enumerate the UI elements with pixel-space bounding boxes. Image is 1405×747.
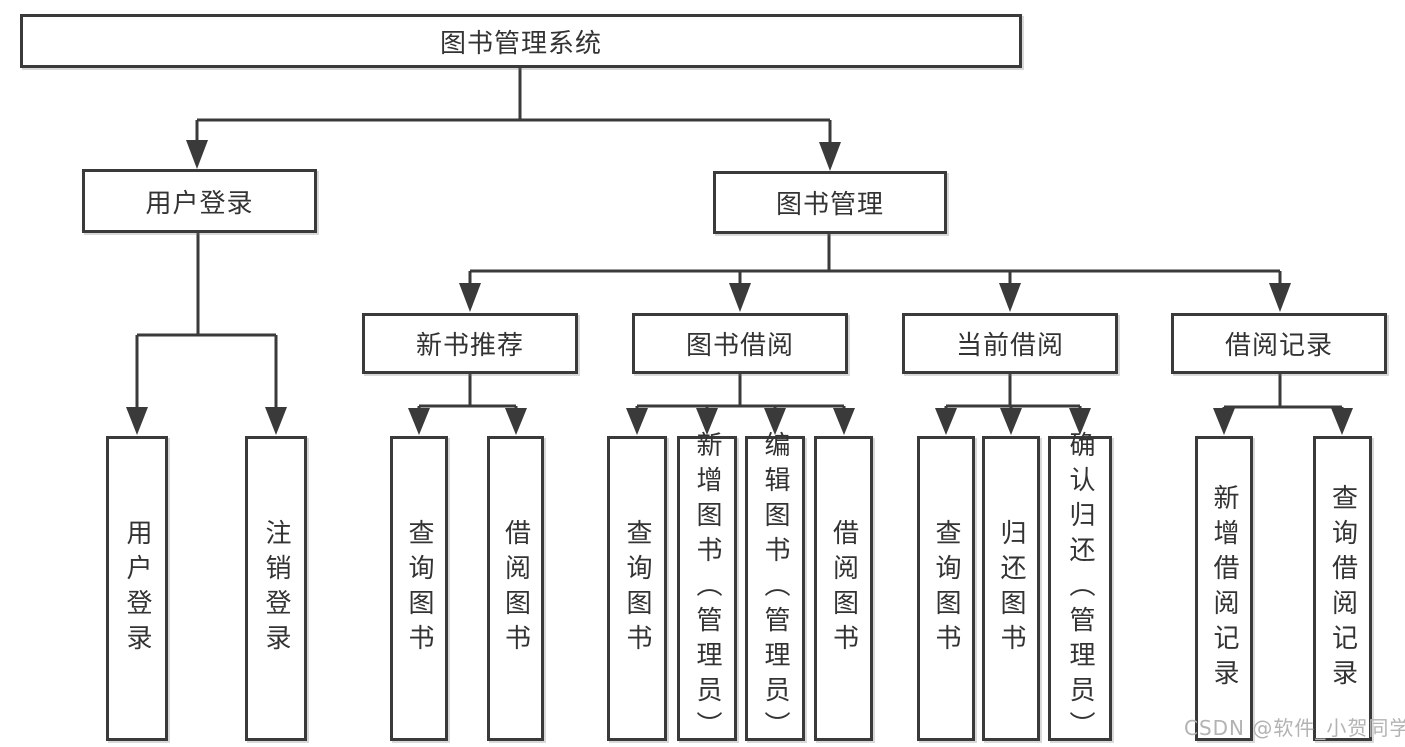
node-label: 查询图书 (404, 518, 434, 659)
node-label: 图书管理系统 (439, 28, 602, 59)
node-label: 当前借阅 (955, 331, 1064, 361)
node-label: 图书借阅 (685, 331, 794, 361)
node-label: 归还图书 (996, 518, 1026, 659)
node-label: 借阅记录 (1224, 331, 1333, 361)
node-label: 查询图书 (931, 518, 961, 659)
node-label: 新增图书（管理员） (692, 431, 722, 746)
leaf-logout: 注销登录 (245, 436, 307, 741)
node-label: 借阅图书 (828, 518, 859, 659)
node-label: 新书推荐 (415, 331, 524, 361)
node-user-login: 用户登录 (82, 169, 317, 233)
leaf-confirm-return-admin: 确认归还（管理员） (1048, 431, 1112, 746)
node-label: 注销登录 (261, 518, 291, 659)
leaf-user-login: 用户登录 (106, 436, 168, 741)
arrowheads (126, 140, 1353, 435)
leaf-query-books-1: 查询图书 (390, 436, 448, 741)
csdn-watermark: CSDN @软件_小贺同学 (1184, 716, 1405, 740)
node-label: 借阅图书 (500, 518, 531, 659)
leaf-query-books-2: 查询图书 (607, 436, 667, 741)
leaf-query-borrow-record: 查询借阅记录 (1313, 436, 1372, 741)
leaf-query-books-3: 查询图书 (917, 436, 975, 741)
leaf-borrow-books-1: 借阅图书 (487, 436, 544, 741)
leaf-edit-books-admin: 编辑图书（管理员） (745, 431, 805, 746)
node-label: 编辑图书（管理员） (760, 431, 790, 746)
node-label: 查询图书 (622, 518, 652, 659)
leaf-return-books: 归还图书 (982, 436, 1040, 741)
node-new-book-recommend: 新书推荐 (362, 313, 578, 374)
leaf-borrow-books-2: 借阅图书 (814, 436, 873, 741)
node-library-management-system: 图书管理系统 (20, 14, 1022, 68)
node-label: 用户登录 (122, 518, 152, 659)
node-book-management: 图书管理 (713, 171, 947, 234)
node-label: 确认归还（管理员） (1065, 431, 1095, 746)
node-label: 图书管理 (775, 190, 884, 220)
node-label: 用户登录 (145, 188, 254, 219)
node-label: 新增借阅记录 (1209, 483, 1239, 694)
node-label: 查询借阅记录 (1327, 483, 1358, 694)
leaf-add-books-admin: 新增图书（管理员） (677, 431, 737, 746)
node-borrowing-records: 借阅记录 (1171, 313, 1387, 374)
node-current-borrowing: 当前借阅 (902, 313, 1118, 374)
node-book-borrowing: 图书借阅 (632, 313, 848, 374)
leaf-add-borrow-record: 新增借阅记录 (1195, 436, 1253, 741)
